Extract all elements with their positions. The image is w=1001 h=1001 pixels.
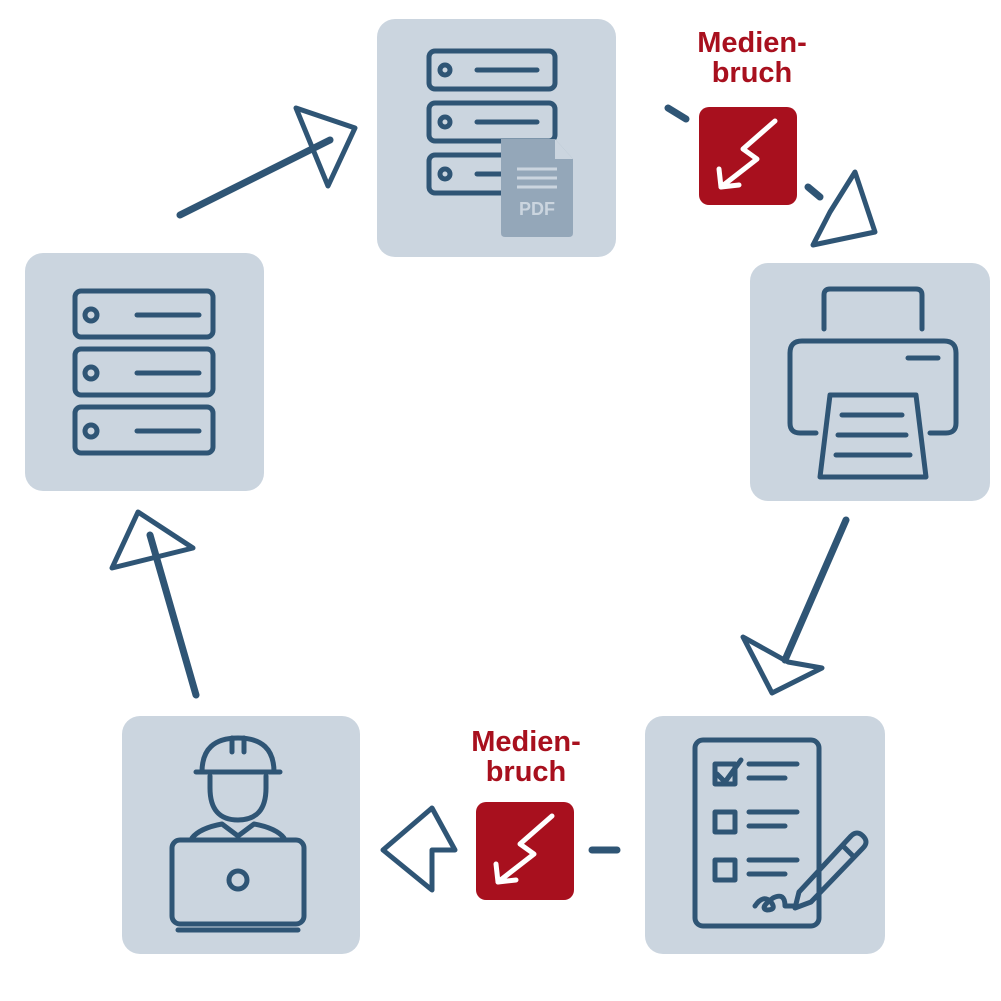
media-break-label-top: Medien- bruch [667,28,837,88]
media-break-top [699,107,797,205]
media-break-bottom [476,802,574,900]
arrow-worker-to-server [109,509,200,699]
node-server [25,253,264,491]
pdf-document-icon [501,139,573,237]
pdf-label: PDF [519,199,555,219]
media-break-label-line1: Medien- [697,27,807,59]
arrow-printer-to-checklist [740,516,850,696]
media-break-label-bottom: Medien- bruch [441,727,611,787]
node-printer [750,263,990,501]
media-break-label-line1: Medien- [471,726,581,758]
arrow-server-to-pdf-server [176,105,358,219]
media-break-label-line2: bruch [711,57,793,89]
server-pdf-icon [426,48,573,237]
node-worker [122,716,360,954]
arrow-checklist-to-worker [380,805,621,893]
checklist-signature-icon [692,737,869,929]
server-icon [72,288,216,456]
lightning-break-icon [493,813,555,885]
worker-laptop-icon [169,735,307,933]
lightning-break-icon [716,118,778,190]
node-checklist [645,716,885,954]
arrow-pdf-server-to-printer [664,104,878,248]
pen-icon [792,830,869,911]
media-break-label-line2: bruch [485,756,567,788]
printer-icon [787,286,959,480]
node-server-pdf: PDF [377,19,616,257]
